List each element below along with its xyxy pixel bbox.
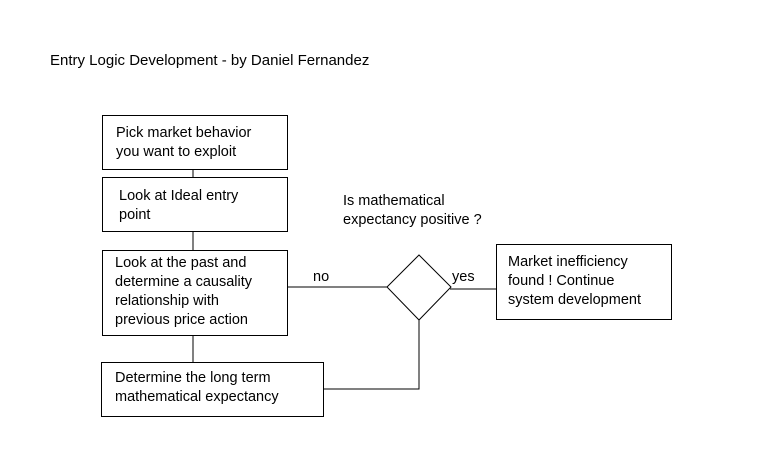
step-text: relationship with <box>115 293 219 309</box>
result-text: Market inefficiency <box>508 254 628 270</box>
decision-no-label: no <box>313 269 330 285</box>
step-text: point <box>119 207 151 223</box>
result-text: system development <box>508 292 641 308</box>
step-pick-market-behavior: Pick market behavior you want to exploit <box>102 115 288 170</box>
result-market-inefficiency: Market inefficiency found ! Continue sys… <box>496 244 672 320</box>
step-long-term-expectancy: Determine the long term mathematical exp… <box>101 362 324 417</box>
decision-question: Is mathematical expectancy positive ? <box>343 192 482 230</box>
step-text: previous price action <box>115 312 248 328</box>
step-text: determine a causality <box>115 274 253 290</box>
diagram-title: Entry Logic Development - by Daniel Fern… <box>50 52 370 69</box>
question-line: expectancy positive ? <box>343 212 482 228</box>
decision-yes-label: yes <box>452 269 475 285</box>
step-text: you want to exploit <box>116 144 237 160</box>
result-text: found ! Continue <box>508 273 615 289</box>
step-look-at-ideal-entry: Look at Ideal entry point <box>102 177 288 232</box>
step-determine-causality: Look at the past and determine a causali… <box>102 250 288 336</box>
step-text: Pick market behavior <box>116 125 252 141</box>
step-text: mathematical expectancy <box>115 389 279 405</box>
step-text: Look at Ideal entry <box>119 188 239 204</box>
question-line: Is mathematical <box>343 193 445 209</box>
step-text: Determine the long term <box>115 370 271 386</box>
decision-diamond <box>386 254 452 321</box>
connector-step4-decision <box>324 320 420 390</box>
step-text: Look at the past and <box>115 255 247 271</box>
